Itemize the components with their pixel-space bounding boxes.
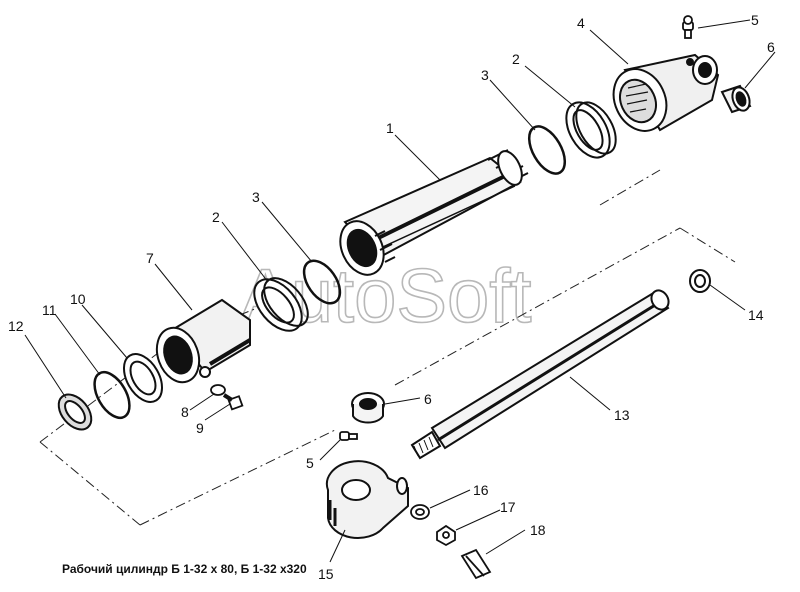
part-3-o-ring-upper bbox=[527, 125, 567, 175]
callout-5-lower: 5 bbox=[306, 455, 314, 471]
part-6-bushing-upper bbox=[720, 84, 752, 114]
part-1-cylinder-tube bbox=[339, 149, 529, 276]
callout-9: 9 bbox=[196, 420, 204, 436]
callout-12: 12 bbox=[8, 318, 24, 334]
part-15-rod-eye bbox=[325, 460, 409, 539]
part-5-grease-nipple-upper bbox=[682, 15, 694, 39]
callout-18: 18 bbox=[530, 522, 546, 538]
part-2-ring-lower bbox=[253, 277, 309, 332]
part-9-bolt bbox=[222, 393, 244, 411]
callout-7: 7 bbox=[146, 250, 154, 266]
callout-6-lower: 6 bbox=[424, 391, 432, 407]
part-7-gland-head bbox=[155, 298, 252, 384]
callout-1: 1 bbox=[386, 120, 394, 136]
callout-3-lower: 3 bbox=[252, 189, 260, 205]
part-2-ring-upper bbox=[565, 101, 617, 159]
callout-10: 10 bbox=[70, 291, 86, 307]
callout-11: 11 bbox=[42, 302, 57, 318]
callout-8: 8 bbox=[181, 404, 189, 420]
part-12-wiper-seal bbox=[57, 393, 93, 431]
part-6-bushing-lower bbox=[351, 392, 385, 424]
callout-3-upper: 3 bbox=[481, 67, 489, 83]
diagram-caption: Рабочий цилиндр Б 1-32 х 80, Б 1-32 х320 bbox=[62, 562, 307, 576]
part-4-end-cap bbox=[612, 53, 720, 132]
callout-17: 17 bbox=[500, 499, 516, 515]
callout-numbers: 1 2 2 3 3 4 5 5 6 6 7 8 9 10 11 12 13 14… bbox=[8, 12, 775, 582]
callout-4: 4 bbox=[577, 15, 585, 31]
part-17-nut bbox=[436, 524, 456, 547]
callout-5-upper: 5 bbox=[751, 12, 759, 28]
callout-6-upper: 6 bbox=[767, 39, 775, 55]
callout-13: 13 bbox=[614, 407, 630, 423]
part-14-ring bbox=[689, 269, 711, 293]
callout-15: 15 bbox=[318, 566, 334, 582]
part-18-bolt bbox=[460, 548, 492, 580]
callout-2-upper: 2 bbox=[512, 51, 520, 67]
part-8-washer bbox=[210, 384, 226, 396]
part-10-ring bbox=[123, 353, 163, 403]
part-16-washer bbox=[410, 504, 430, 520]
part-11-o-ring bbox=[93, 370, 131, 420]
callout-2-lower: 2 bbox=[212, 209, 220, 225]
callout-14: 14 bbox=[748, 307, 764, 323]
leader-lines bbox=[24, 19, 776, 563]
callout-16: 16 bbox=[473, 482, 489, 498]
part-13-piston-rod bbox=[410, 289, 670, 460]
part-5-grease-nipple-lower bbox=[339, 431, 358, 441]
part-3-o-ring-lower bbox=[302, 259, 342, 305]
